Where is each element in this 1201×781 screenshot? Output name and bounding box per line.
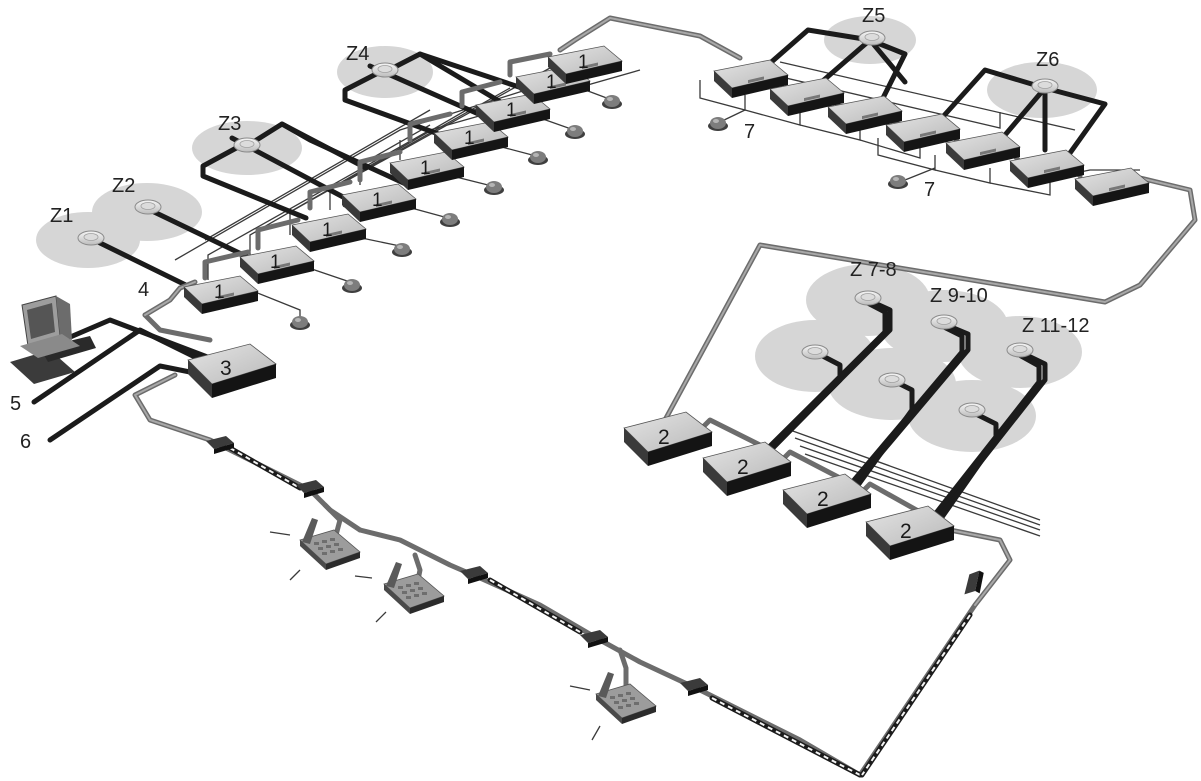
module-label: 1 bbox=[464, 128, 475, 149]
zone-label-z5: Z5 bbox=[862, 5, 885, 27]
callout-7b: 7 bbox=[924, 179, 935, 201]
computer-workstation bbox=[10, 295, 96, 384]
zone-label-z2: Z2 bbox=[112, 175, 135, 197]
controller-module-3: 3 bbox=[187, 343, 277, 399]
module-label: 1 bbox=[322, 220, 333, 241]
amplifier-modules-2: 2 2 2 2 bbox=[623, 411, 955, 561]
diagram-labels: Z1 Z2 Z3 Z4 Z5 Z6 Z 7-8 Z 9-10 Z 11-12 4… bbox=[10, 5, 1089, 453]
zone-label-z9-10: Z 9-10 bbox=[930, 285, 988, 307]
zone-label-z7-8: Z 7-8 bbox=[850, 259, 897, 281]
zone-label-z3: Z3 bbox=[218, 113, 241, 135]
amplifier-modules-1: 1 1 1 1 1 1 1 1 1 bbox=[183, 45, 623, 315]
module-label: 1 bbox=[372, 190, 383, 211]
module-label: 2 bbox=[658, 426, 670, 449]
control-wiring bbox=[174, 59, 1140, 537]
zone-label-z4: Z4 bbox=[346, 43, 369, 65]
callout-5: 5 bbox=[10, 393, 21, 415]
module-label: 1 bbox=[578, 52, 589, 73]
callout-7a: 7 bbox=[744, 121, 755, 143]
zone-label-z6: Z6 bbox=[1036, 49, 1059, 71]
module-label: 1 bbox=[506, 100, 517, 121]
module-label: 1 bbox=[420, 158, 431, 179]
zone-label-z1: Z1 bbox=[50, 205, 73, 227]
callout-6: 6 bbox=[20, 431, 31, 453]
call-stations bbox=[269, 517, 657, 741]
dashed-segments bbox=[227, 445, 973, 778]
module-label: 1 bbox=[214, 282, 225, 303]
zone-label-z11-12: Z 11-12 bbox=[1022, 315, 1089, 337]
module-label: 2 bbox=[900, 520, 912, 543]
callout-4: 4 bbox=[138, 279, 149, 301]
module-label: 1 bbox=[546, 72, 557, 93]
bus-cable-highlights bbox=[134, 17, 1196, 606]
module-label: 2 bbox=[737, 456, 749, 479]
module-label: 3 bbox=[220, 357, 232, 380]
module-label: 1 bbox=[270, 252, 281, 273]
module-label: 2 bbox=[817, 488, 829, 511]
